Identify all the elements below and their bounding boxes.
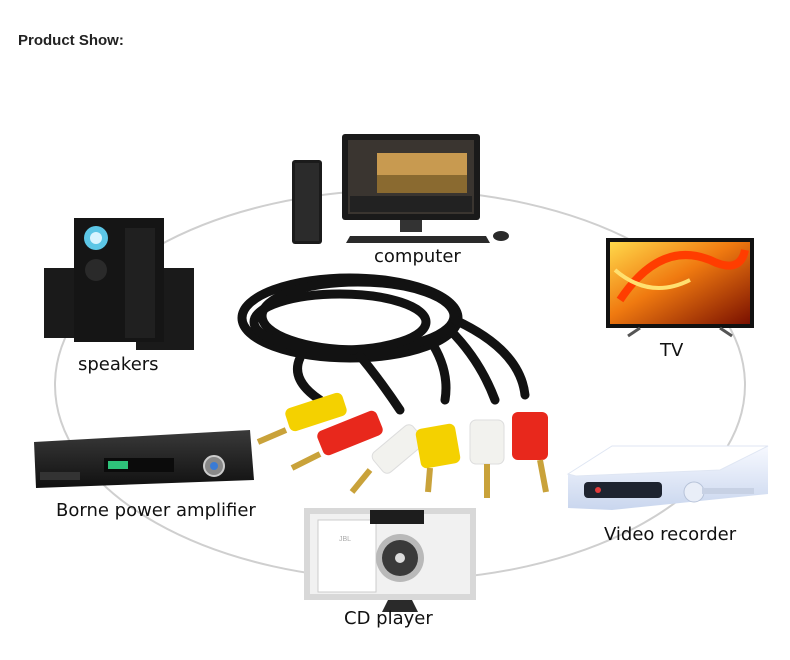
rca-plug-yellow-center xyxy=(415,423,461,493)
label-computer: computer xyxy=(374,246,461,267)
rca-cable-image xyxy=(237,273,530,415)
video-recorder-image xyxy=(566,445,769,510)
label-cd-player: CD player xyxy=(344,608,433,629)
rca-plug-red-right xyxy=(512,412,549,493)
rca-plug-red-left xyxy=(290,410,383,471)
label-amplifier: Borne power amplifier xyxy=(56,500,256,521)
cd-player-image xyxy=(304,508,476,612)
rca-plug-yellow-left xyxy=(256,392,347,445)
speakers-image xyxy=(44,218,194,350)
cd-player-brand: JBL xyxy=(339,536,351,543)
label-tv: TV xyxy=(660,340,684,361)
label-video-recorder: Video recorder xyxy=(604,524,737,545)
page-title: Product Show: xyxy=(18,32,124,49)
amplifier-image xyxy=(34,430,254,488)
label-speakers: speakers xyxy=(78,354,159,375)
tv-image xyxy=(606,238,754,338)
computer-image xyxy=(292,134,509,244)
rca-plug-white-right xyxy=(469,419,505,498)
